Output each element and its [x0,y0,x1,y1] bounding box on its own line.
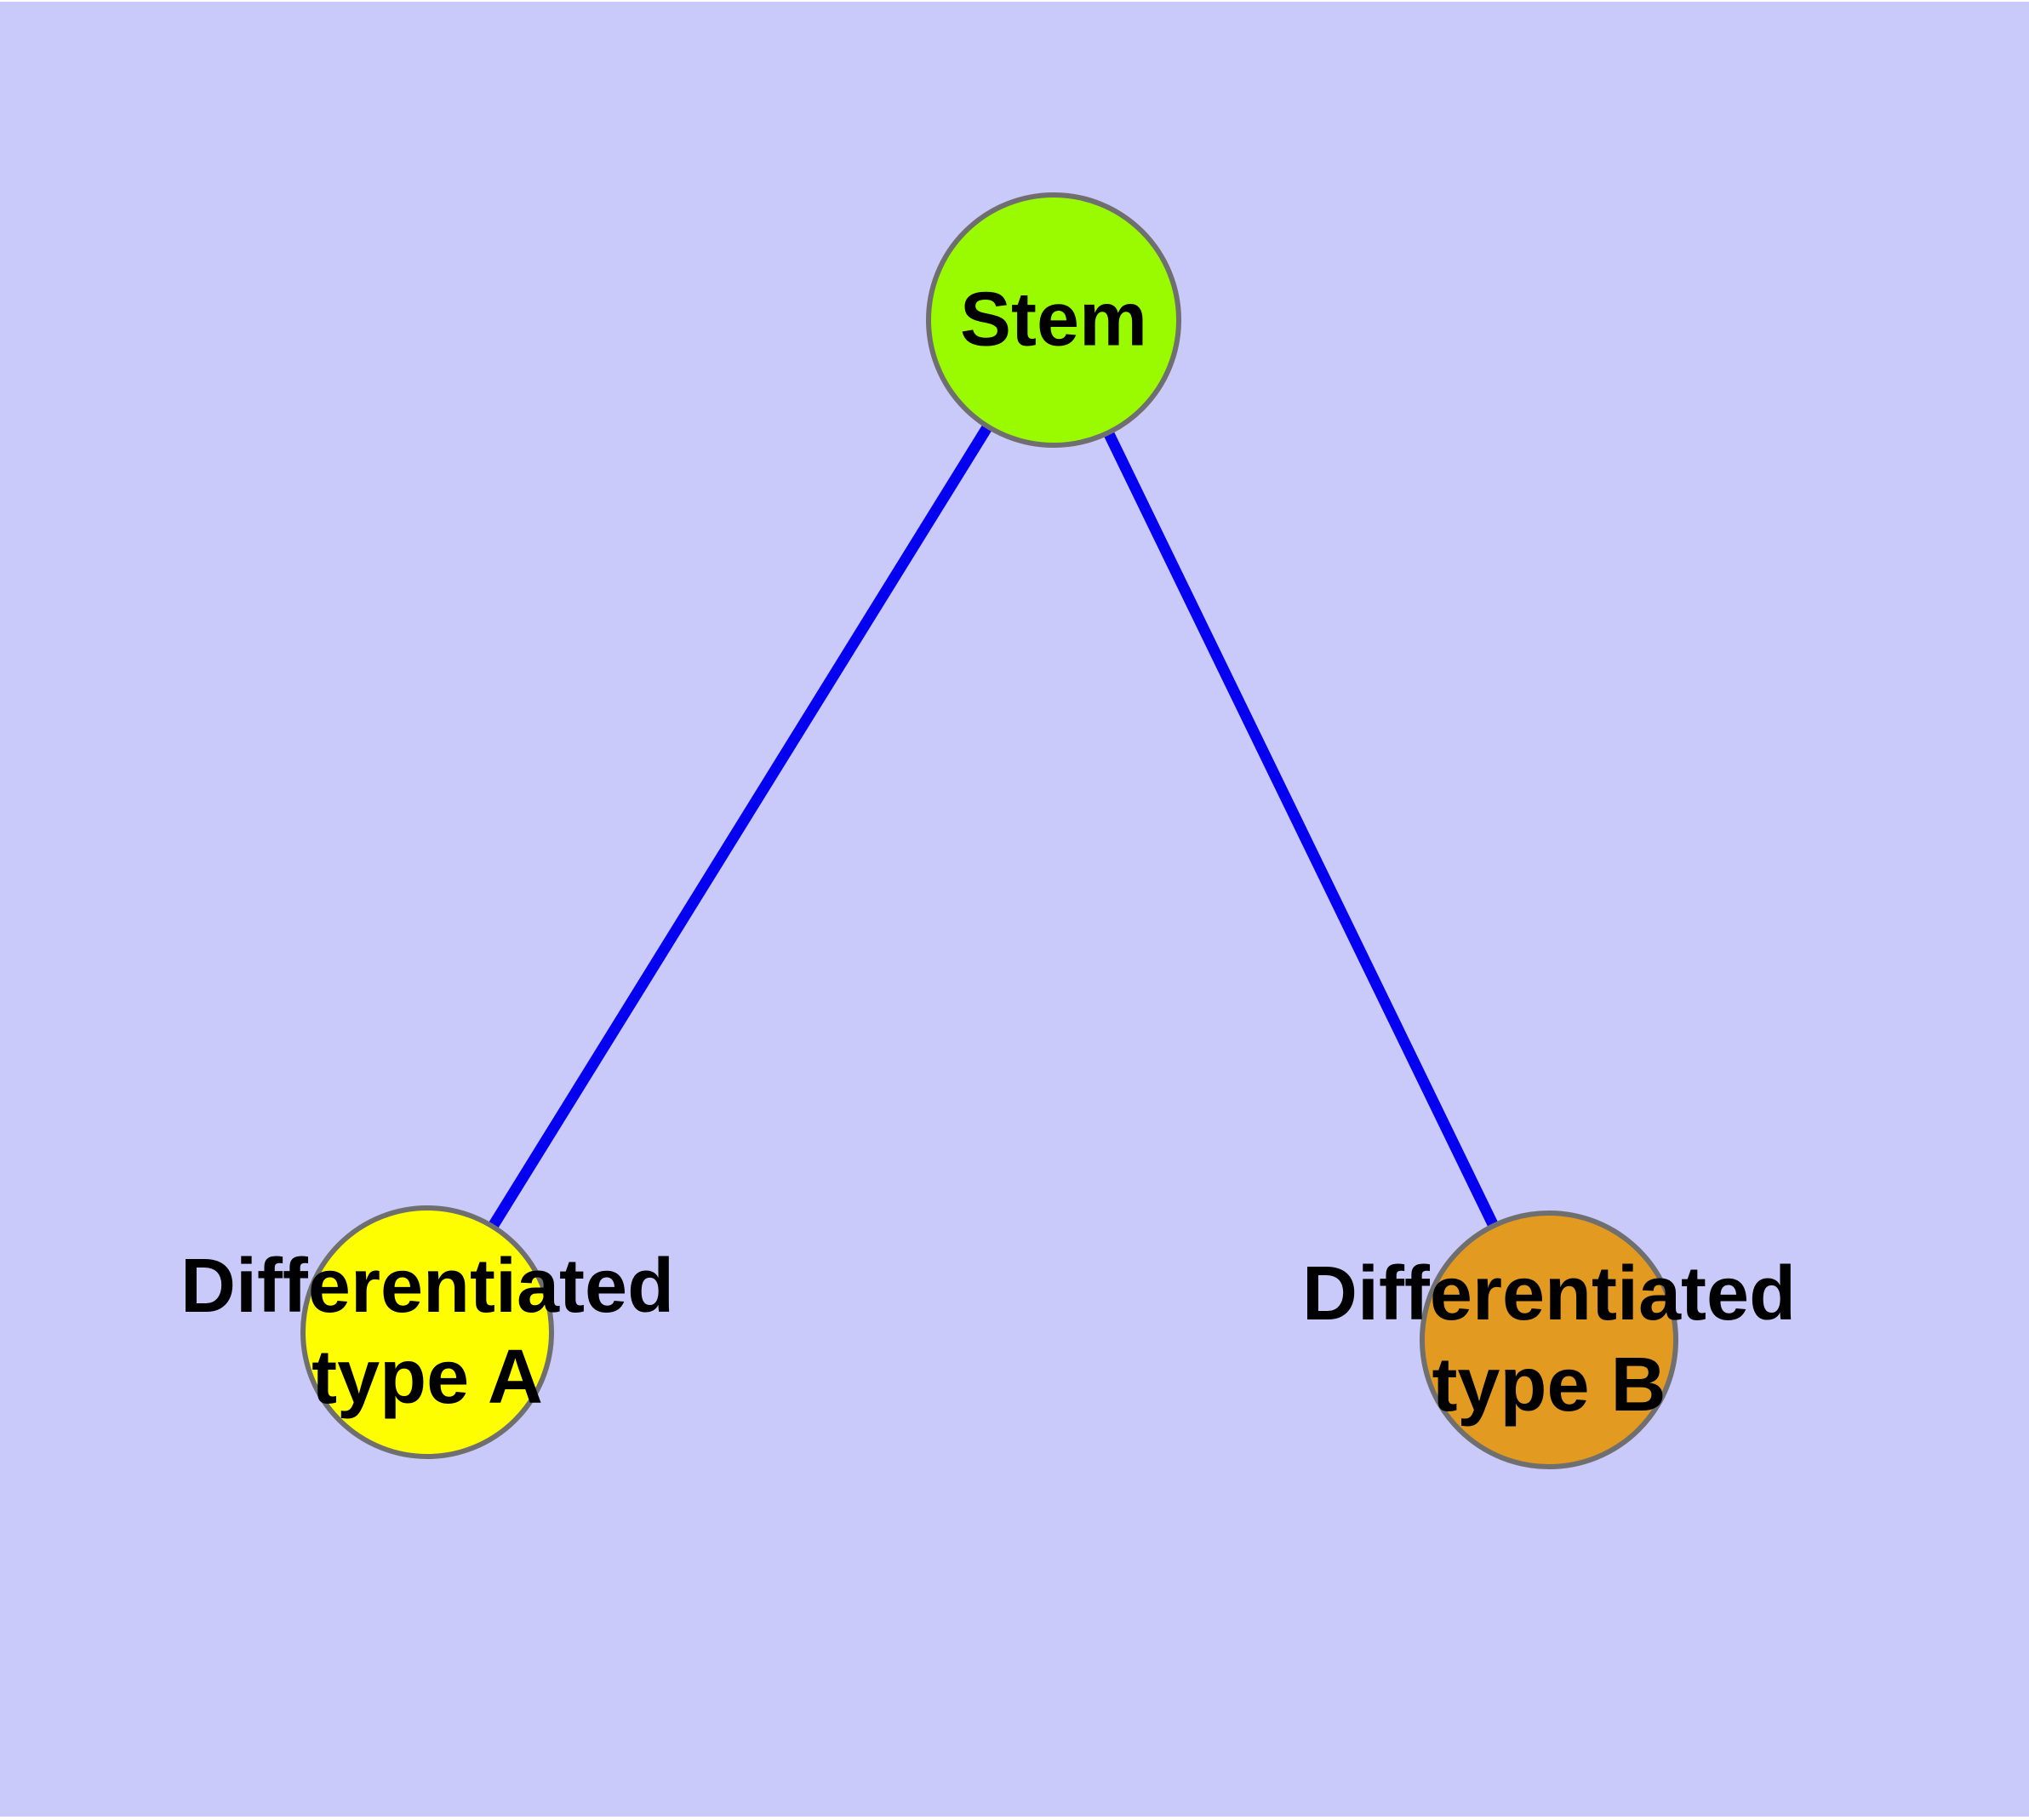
node-stem: Stem [926,192,1181,448]
node-differentiated-type-a: Differentiated type A [180,1205,674,1459]
node-differentiated-type-b-label-line-2: type B [1432,1342,1666,1428]
node-differentiated-type-b: Differentiated type B [1302,1210,1796,1469]
node-differentiated-type-b-label-line-1: Differentiated [1301,1251,1797,1336]
node-differentiated-type-a-label-line-1: Differentiated [180,1244,675,1329]
edge-stem-to-differentiated-type-a [422,317,1059,1336]
edge-stem-to-differentiated-type-b [1049,318,1554,1342]
node-differentiated-type-a-label: Differentiated type A [180,1241,674,1423]
node-differentiated-type-a-label-line-2: type A [311,1335,543,1420]
node-stem-label: Stem [960,275,1147,366]
node-stem-label-line: Stem [959,277,1148,363]
node-differentiated-type-b-label: Differentiated type B [1302,1249,1796,1431]
